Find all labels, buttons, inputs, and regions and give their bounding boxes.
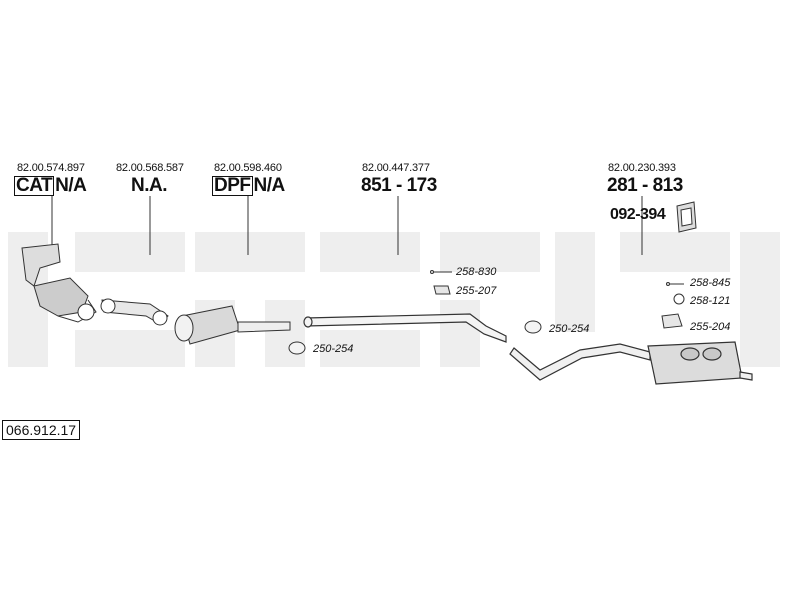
sub-part-255-204-drawing — [661, 313, 683, 329]
watermark-block — [265, 300, 305, 367]
watermark-block — [440, 232, 540, 272]
part-code-value: N/A — [55, 175, 87, 196]
sub-part-258-830-drawing — [430, 270, 452, 274]
part-code-rear-silencer: 281 - 813 — [607, 175, 683, 197]
watermark-block — [75, 232, 185, 272]
rear-silencer-drawing — [509, 341, 753, 385]
oem-number: 82.00.574.897 — [17, 162, 85, 174]
sub-part-label: 250-254 — [313, 343, 354, 355]
reference-number: 066.912.17 — [2, 420, 81, 440]
part-code-middle-pipe: 851 - 173 — [361, 175, 437, 197]
sub-part-258-121-drawing — [673, 293, 685, 305]
bracket-092-394-drawing — [676, 201, 697, 233]
watermark-block — [75, 330, 185, 367]
oem-number: 82.00.568.587 — [116, 162, 184, 174]
sub-part-label: 258-121 — [690, 295, 731, 307]
oem-number: 82.00.230.393 — [608, 162, 676, 174]
cat-label: CAT — [14, 175, 55, 196]
watermark-block — [740, 232, 780, 367]
watermark-block — [320, 232, 420, 272]
watermark-block — [440, 300, 480, 367]
watermark-block — [555, 232, 595, 332]
part-code-flex: N.A. — [131, 175, 168, 197]
watermark-block — [320, 330, 420, 367]
part-code-value: 851 - 173 — [361, 175, 437, 196]
part-code-value: N/A — [253, 175, 286, 196]
middle-pipe-drawing — [303, 313, 507, 343]
sub-part-255-207-drawing — [433, 285, 451, 295]
sub-part-label: 258-830 — [456, 266, 497, 278]
dpf-drawing — [174, 305, 291, 345]
sub-part-label: 255-204 — [690, 321, 731, 333]
part-code-value: 281 - 813 — [607, 175, 683, 196]
sub-part-258-845-drawing — [666, 282, 684, 286]
oem-number: 82.00.598.460 — [214, 162, 282, 174]
part-code-value: N.A. — [131, 175, 168, 196]
part-code-bracket: 092-394 — [610, 206, 666, 223]
clamp-250-254-a — [288, 341, 306, 355]
catalytic-converter-drawing — [21, 243, 97, 323]
watermark-block — [195, 232, 305, 272]
sub-part-label: 258-845 — [690, 277, 731, 289]
clamp-250-254-b — [524, 320, 542, 334]
sub-part-label: 255-207 — [456, 285, 497, 297]
watermark-block — [620, 232, 730, 272]
sub-part-label: 250-254 — [549, 323, 590, 335]
oem-number: 82.00.447.377 — [362, 162, 430, 174]
dpf-label: DPF — [212, 175, 253, 196]
flex-pipe-drawing — [100, 298, 169, 326]
